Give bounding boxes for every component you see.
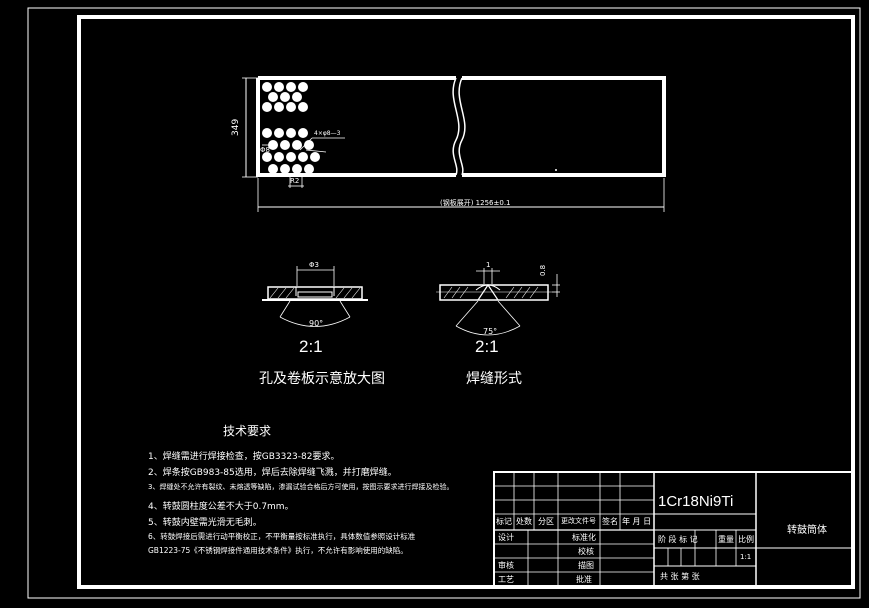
panel-view <box>242 76 666 212</box>
perforation-hole <box>286 152 296 162</box>
hole-pattern <box>262 82 320 174</box>
requirement-item: 5、转鼓内壁需光滑无毛刺。 <box>148 518 262 528</box>
perforation-hole <box>286 82 296 92</box>
label-check: 校核 <box>578 547 594 556</box>
perforation-hole <box>286 102 296 112</box>
hole-leader-note: 4×φ8—3 <box>314 130 341 137</box>
scale-label: 比例 <box>738 535 754 544</box>
detail-hole-view <box>262 266 368 327</box>
requirement-item: 4、转鼓圆柱度公差不大于0.7mm。 <box>148 502 294 512</box>
small-dim-phi8: Φ8 <box>260 146 270 154</box>
perforation-hole <box>280 140 290 150</box>
perforation-hole <box>262 128 272 138</box>
detail-weld-dim-side: 0.8 <box>539 264 547 276</box>
requirement-item: 6、转鼓焊接后需进行动平衡校正，不平衡量按标准执行，具体数值参照设计标准 <box>148 532 416 541</box>
perforation-hole <box>298 82 308 92</box>
header-change-doc: 更改文件号 <box>561 517 596 525</box>
label-review: 审核 <box>498 561 514 570</box>
sheet-label: 共 张 第 张 <box>660 572 700 581</box>
label-drawing: 描图 <box>578 561 594 570</box>
part-name-label: 转鼓筒体 <box>787 525 827 536</box>
requirement-item: 3、焊缝处不允许有裂纹、未熔透等缺陷，渗漏试验合格后方可使用，按图示要求进行焊接… <box>148 483 454 491</box>
weight-label: 重量 <box>718 535 734 544</box>
perforation-hole <box>268 164 278 174</box>
inner-border <box>77 15 855 589</box>
detail-weld-dim-top: 1 <box>486 261 491 269</box>
perforation-hole <box>304 164 314 174</box>
perforation-hole <box>286 128 296 138</box>
perforation-hole <box>304 140 314 150</box>
header-date: 年 月 日 <box>622 517 652 526</box>
perforation-hole <box>310 152 320 162</box>
detail-weld-caption: 焊缝形式 <box>466 371 522 387</box>
material-label: 1Cr18Ni9Ti <box>658 493 734 510</box>
header-count: 处数 <box>516 517 532 526</box>
requirement-item: 1、焊缝需进行焊接检查，按GB3323-82要求。 <box>148 452 340 462</box>
requirement-item: GB1223-75《不锈钢焊接件通用技术条件》执行，不允许有影响使用的缺陷。 <box>148 546 408 555</box>
perforation-hole <box>268 140 278 150</box>
perforation-hole <box>292 140 302 150</box>
detail-weld-angle: 75° <box>483 327 498 336</box>
perforation-hole <box>298 152 308 162</box>
header-mark: 标记 <box>496 517 512 526</box>
perforation-hole <box>292 92 302 102</box>
detail-hole-scale: 2:1 <box>299 337 323 356</box>
perforation-hole <box>292 164 302 174</box>
small-dim-r2: R2 <box>290 177 300 185</box>
perforation-hole <box>262 82 272 92</box>
length-dimension: (钢板展开) 1256±0.1 <box>440 199 511 207</box>
perforation-hole <box>274 82 284 92</box>
perforation-hole <box>262 152 272 162</box>
detail-hole-caption: 孔及卷板示意放大图 <box>259 371 385 387</box>
detail-weld-view <box>436 268 560 336</box>
perforation-hole <box>280 92 290 102</box>
perforation-hole <box>298 128 308 138</box>
perforation-hole <box>298 102 308 112</box>
stage-label: 阶 段 标 记 <box>658 535 698 544</box>
perforation-hole <box>274 128 284 138</box>
title-block-lines <box>493 471 854 588</box>
scale-value: 1:1 <box>740 553 752 561</box>
label-approve: 批准 <box>576 575 592 584</box>
header-signature: 签名 <box>602 517 618 526</box>
perforation-hole <box>262 102 272 112</box>
label-process: 工艺 <box>498 575 514 584</box>
detail-hole-angle: 90° <box>309 319 324 328</box>
header-zone: 分区 <box>538 517 554 526</box>
perforation-hole <box>268 92 278 102</box>
requirements-title: 技术要求 <box>223 424 272 438</box>
requirement-item: 2、焊条按GB983-85选用，焊后去除焊缝飞溅，并打磨焊缝。 <box>148 468 397 478</box>
outer-border <box>27 7 861 599</box>
label-design: 设计 <box>498 533 514 542</box>
perforation-hole <box>274 102 284 112</box>
height-dimension: 349 <box>231 118 241 136</box>
detail-hole-dim: Φ3 <box>309 261 319 269</box>
label-standardization: 标准化 <box>572 533 596 542</box>
perforation-hole <box>280 164 290 174</box>
perforation-hole <box>274 152 284 162</box>
detail-weld-scale: 2:1 <box>475 337 499 356</box>
